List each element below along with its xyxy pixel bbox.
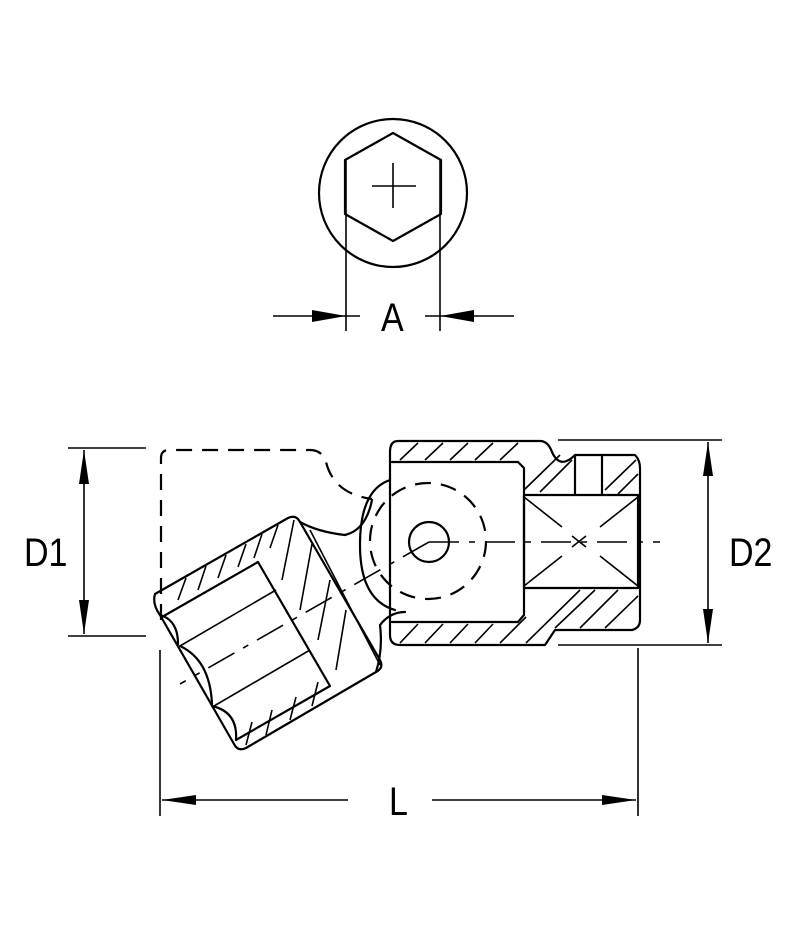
d2-arrow-bottom-icon (703, 609, 713, 643)
hatch-top (399, 442, 639, 495)
drive-x-1 (523, 496, 563, 528)
dimension-label-l: L (389, 780, 408, 824)
side-view (68, 439, 722, 816)
l-arrow-left-icon (162, 795, 196, 805)
drive-x-3 (523, 555, 563, 587)
dimension-label-a: A (381, 296, 404, 340)
socket-chamfer (309, 529, 381, 666)
d1-arrow-bottom-icon (79, 600, 89, 634)
end-view-outer-circle (317, 117, 469, 269)
neck-upper (298, 498, 374, 537)
tilted-socket (153, 498, 407, 751)
ball-outline (358, 478, 397, 612)
phantom-outline (159, 448, 373, 620)
dimension-label-d1: D1 (24, 531, 68, 575)
socket-hatch (177, 519, 347, 746)
neck-lower (374, 610, 407, 674)
end-view (273, 117, 514, 331)
hatch-bottom (399, 589, 639, 644)
ball-phantom-circle (368, 481, 488, 601)
drive-x-2 (599, 496, 639, 528)
bore-line-2 (213, 649, 311, 707)
bore-flute-2 (178, 644, 214, 706)
bore-flute-1 (158, 613, 180, 646)
bore-line-1 (179, 589, 277, 647)
bore-flute-3 (210, 704, 238, 742)
center-x-b (571, 535, 587, 548)
drive-body-outline (388, 439, 642, 647)
l-arrow-right-icon (602, 795, 636, 805)
d1-arrow-top-icon (79, 450, 89, 484)
hex-opening (343, 131, 443, 243)
dim-a-arrow-left-icon (312, 310, 346, 322)
socket-centerline (179, 541, 430, 685)
socket-outline (153, 515, 383, 751)
dim-a-arrow-right-icon (440, 310, 474, 322)
drive-x-4 (599, 555, 639, 587)
socket-bore (160, 560, 332, 742)
d2-arrow-top-icon (703, 442, 713, 476)
dimension-label-d2: D2 (729, 531, 773, 575)
